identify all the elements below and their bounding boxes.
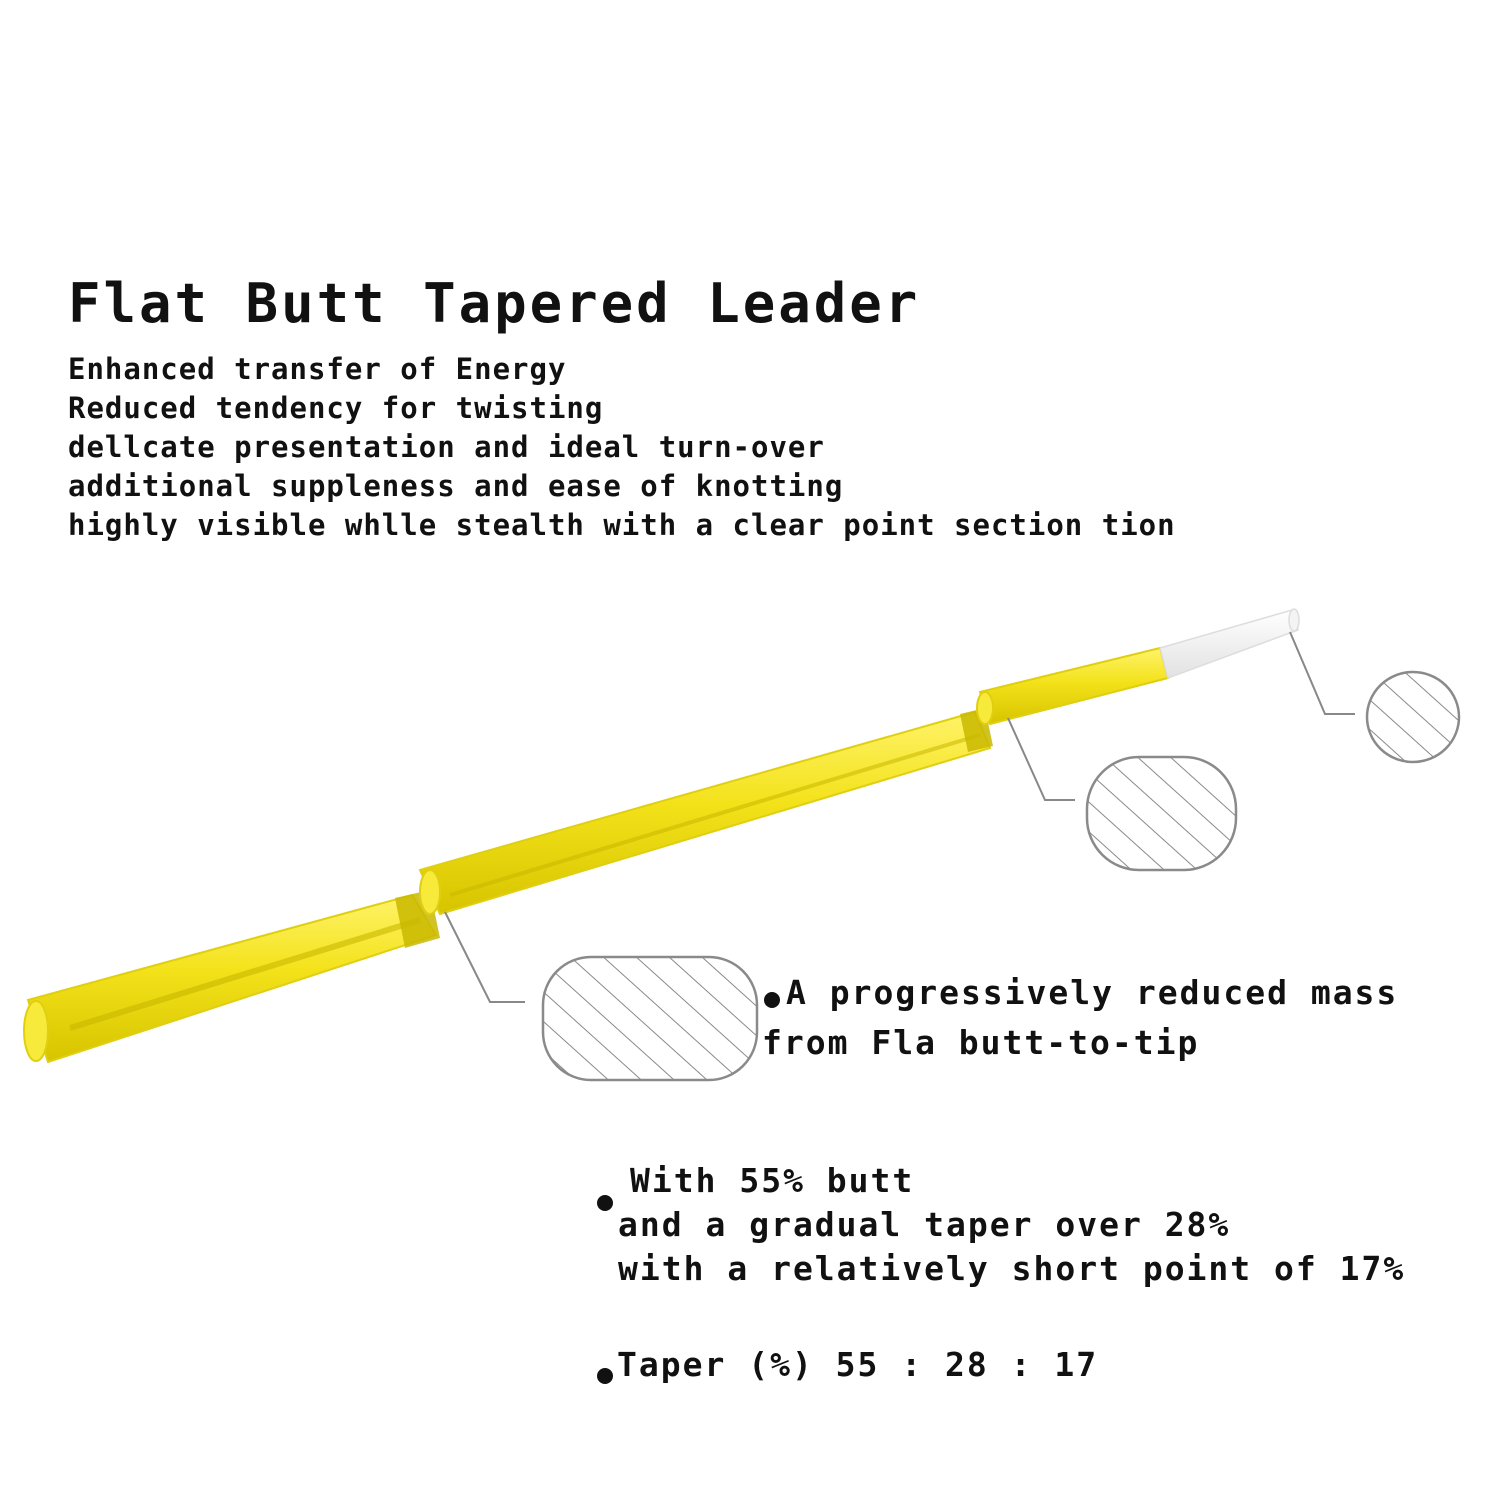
- feature-item: Reduced tendency for twisting: [68, 391, 604, 425]
- callout-line-taper: [1007, 717, 1075, 801]
- feature-item: Enhanced transfer of Energy: [68, 352, 567, 386]
- leader-diagram: [23, 608, 1461, 1082]
- leader-taper-section: [418, 708, 993, 916]
- bullet-dot: [764, 992, 780, 1008]
- note-sections-line: with a relatively short point of 17%: [618, 1249, 1406, 1288]
- bullet-dot: [597, 1195, 613, 1211]
- note-sections-line: With 55% butt: [630, 1161, 915, 1200]
- note-mass-line: from Fla butt-to-tip: [762, 1023, 1200, 1062]
- feature-list: Enhanced transfer of Energy Reduced tend…: [68, 350, 1176, 545]
- note-taper-text: Taper (%) 55 : 28 : 17: [617, 1345, 1099, 1384]
- cross-section-butt: [541, 955, 759, 1082]
- note-sections-line: and a gradual taper over 28%: [618, 1205, 1231, 1244]
- page-title: Flat Butt Tapered Leader: [68, 272, 921, 335]
- cross-section-taper: [1085, 755, 1238, 872]
- callout-line-butt: [444, 911, 525, 1003]
- note-taper: Taper (%) 55 : 28 : 17: [617, 1342, 1098, 1388]
- feature-item: highly visible whlle stealth with a clea…: [68, 508, 1176, 542]
- feature-item: dellcate presentation and ideal turn-ove…: [68, 430, 825, 464]
- feature-item: additional suppleness and ease of knotti…: [68, 469, 844, 503]
- cross-section-tip: [1365, 670, 1461, 764]
- note-sections: With 55% butt and a gradual taper over 2…: [618, 1158, 1405, 1292]
- leader-butt-section: [23, 890, 440, 1064]
- bullet-dot: [597, 1368, 613, 1384]
- leader-clear-tip: [1159, 608, 1300, 679]
- note-mass: A progressively reduced mass from Fla bu…: [762, 970, 1398, 1066]
- callout-line-tip: [1289, 631, 1355, 715]
- leader-point-section: [976, 646, 1170, 726]
- note-mass-line: A progressively reduced mass: [786, 973, 1399, 1012]
